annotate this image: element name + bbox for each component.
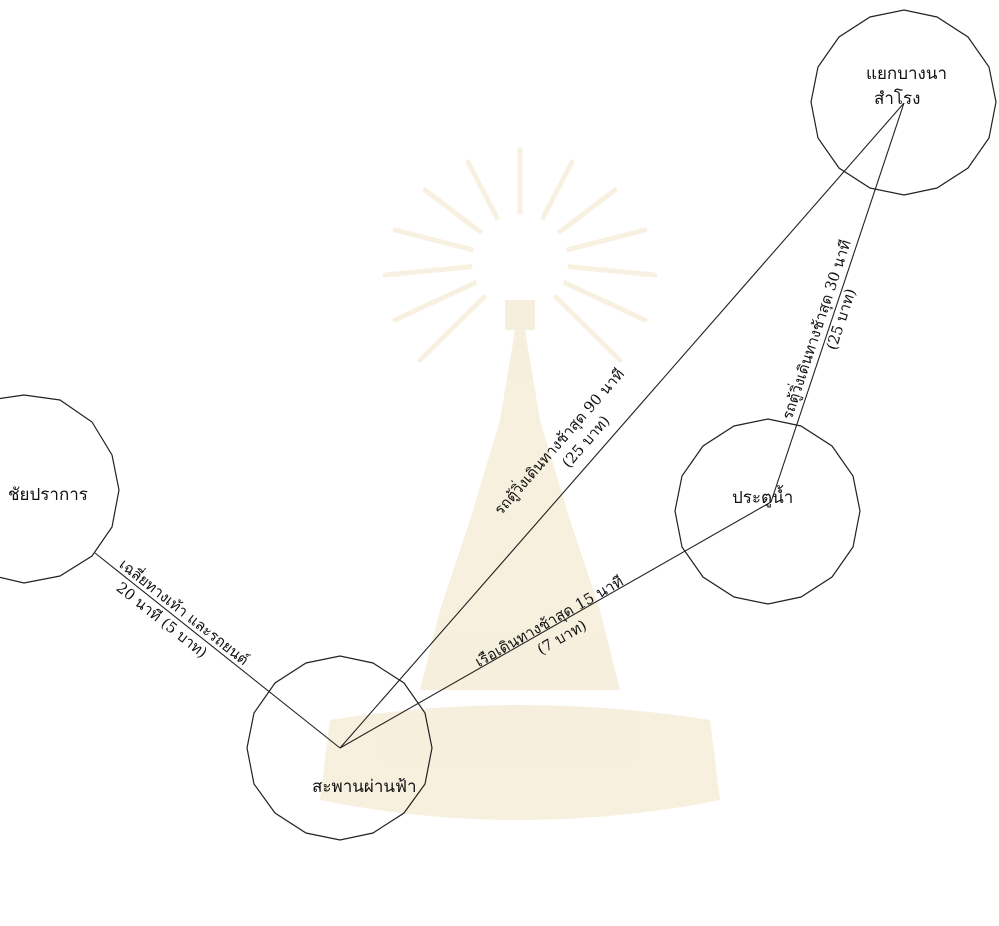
edge-line-saphan-bangna	[339, 102, 905, 749]
node-bangna: แยกบางนา สำโรง	[810, 9, 997, 196]
emblem-watermark	[320, 147, 720, 820]
edge-line-pratunam-bangna	[770, 102, 905, 503]
node-label-bangna-line1: แยกบางนา	[866, 64, 947, 84]
node-saphan-phan-fa: สะพานผ่านฟ้า	[246, 655, 433, 841]
node-label-chaiprakan: ชัยปราการ	[8, 485, 88, 505]
edge-line-chaiprakan-saphan	[94, 552, 341, 749]
edge-line-saphan-pratunam	[339, 501, 772, 749]
node-label-pratunam: ประตูน้ำ	[732, 485, 793, 508]
node-label-saphan-phan-fa: สะพานผ่านฟ้า	[312, 777, 417, 797]
node-pratunam: ประตูน้ำ	[674, 418, 861, 605]
node-chaiprakan: ชัยปราการ	[0, 394, 120, 584]
node-label-bangna-line2: สำโรง	[874, 88, 920, 109]
edge-label-pratunam-bangna: รถตู้วิ่งเดินทางช้าสุด 30 นาที (25 บาท)	[776, 237, 859, 422]
edge-label-chaiprakan-saphan: เฉลี่ยทางเท้า และรถยนต์ 20 นาที (5 บาท)	[113, 554, 254, 669]
